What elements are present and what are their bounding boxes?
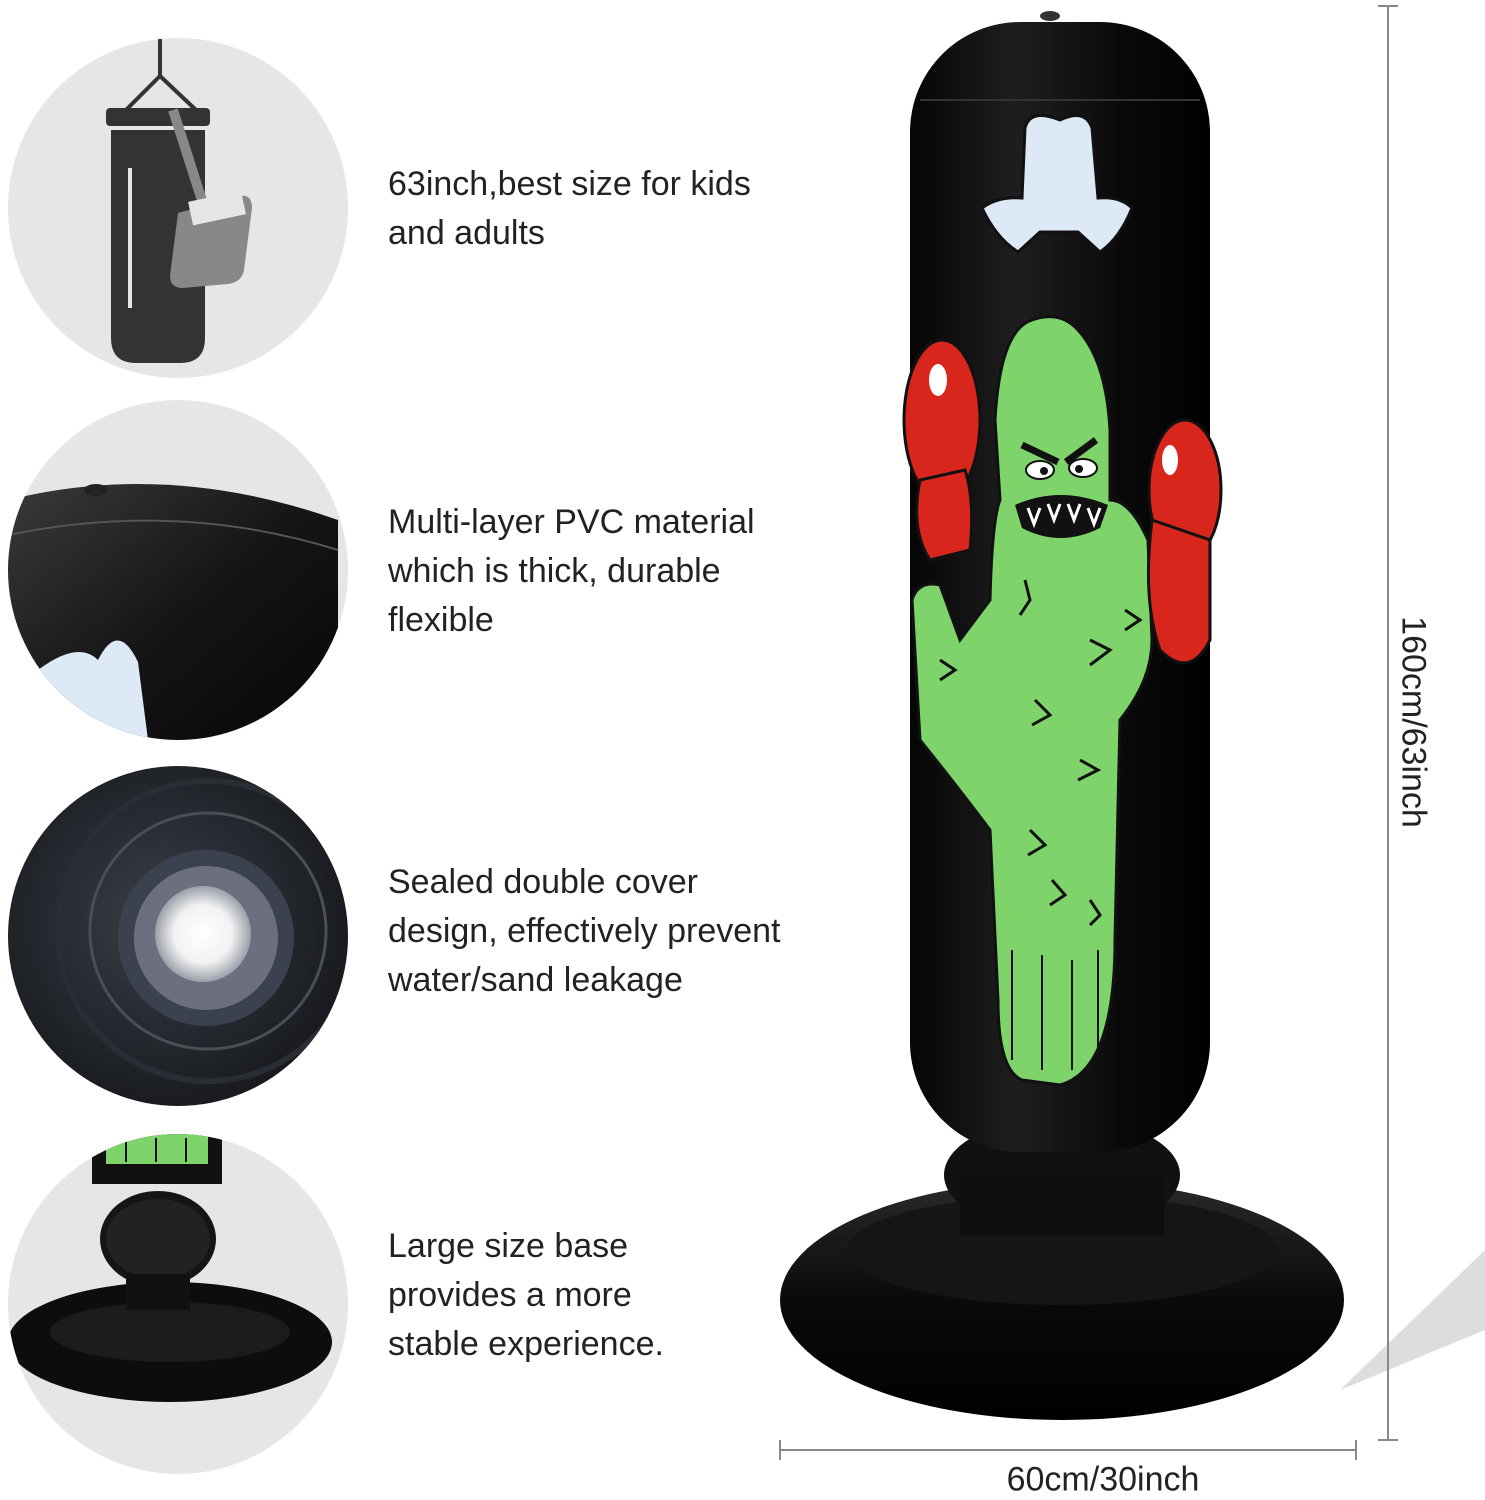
air-valve: [1040, 11, 1060, 21]
pvc-material-closeup: [8, 484, 339, 740]
feature-text-material: Multi-layer PVC material which is thick,…: [388, 503, 755, 639]
height-dimension-line: [1378, 5, 1398, 1441]
width-dimension-label: 60cm/30inch: [1006, 1460, 1200, 1499]
cactus-spines: [939, 579, 1143, 927]
cowboy-hat: [980, 114, 1134, 254]
sealed-cover-closeup: [8, 766, 348, 1106]
cactus-punching-bag-product: [779, 5, 1485, 1460]
left-boxing-glove: [902, 338, 982, 562]
product-shadow: [1340, 1250, 1485, 1390]
feature-circle-base: [8, 1134, 348, 1474]
width-dimension-line: [779, 1440, 1357, 1460]
right-boxing-glove: [1146, 418, 1223, 665]
feature-circle-size: [8, 38, 348, 378]
feature-text-size: 63inch,best size for kids and adults: [388, 165, 751, 252]
cactus-mouth: [1015, 495, 1108, 538]
feature-text-seal: Sealed double cover design, effectively …: [388, 863, 781, 999]
feature-text-base: Large size base provides a more stable e…: [388, 1227, 664, 1363]
height-dimension-label: 160cm/63inch: [1394, 616, 1433, 828]
hanging-punching-bag-icon: [106, 38, 252, 363]
feature-circle-seal: [8, 766, 348, 1106]
feature-circle-material: [8, 400, 348, 740]
base-closeup: [8, 1134, 332, 1402]
